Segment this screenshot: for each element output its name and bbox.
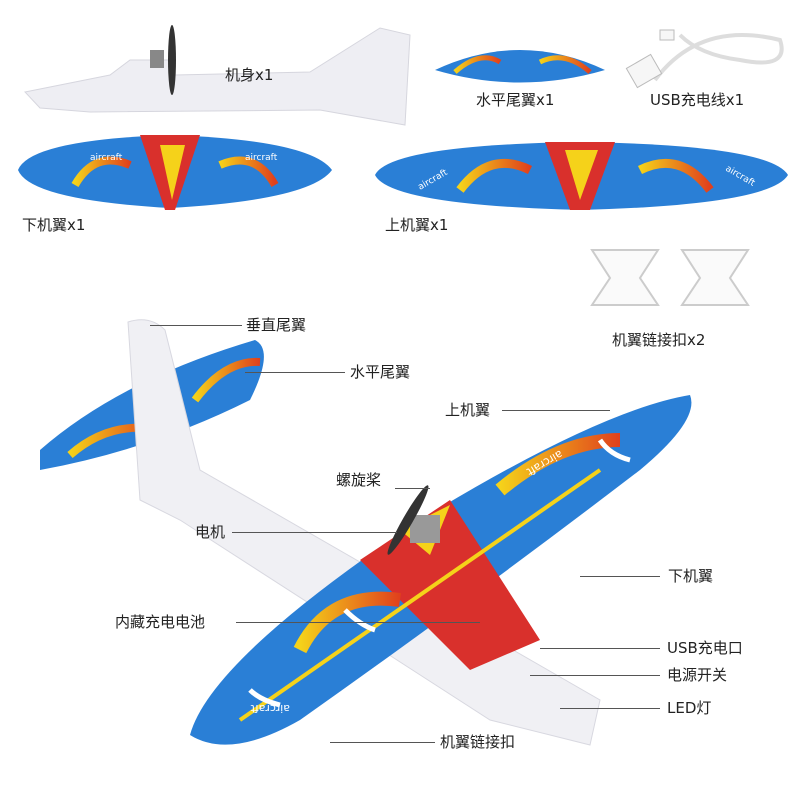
motor-icon: [410, 515, 440, 543]
wing-text: aircraft: [90, 153, 123, 163]
callout-line: [540, 648, 660, 649]
callout-vertical-tail: 垂直尾翼: [246, 316, 307, 334]
wing-clips-part: [590, 249, 750, 306]
wing-text: aircraft: [250, 702, 290, 715]
callout-line: [150, 325, 242, 326]
horizontal-tail-part: [435, 50, 605, 83]
callout-line: [330, 742, 435, 743]
callout-line: [236, 622, 480, 623]
callout-line: [560, 708, 660, 709]
callout-line: [530, 675, 660, 676]
label-usb-cable: USB充电线x1: [650, 91, 745, 109]
wing-text: aircraft: [245, 153, 278, 163]
callout-horizontal-tail: 水平尾翼: [350, 363, 411, 381]
callout-line: [580, 576, 660, 577]
callout-line: [395, 488, 430, 489]
callout-upper-wing: 上机翼: [445, 401, 491, 419]
usb-cable-part: [625, 29, 784, 89]
callout-power-switch: 电源开关: [667, 666, 728, 684]
callout-led: LED灯: [667, 699, 712, 717]
label-wing-clips: 机翼链接扣x2: [612, 331, 706, 349]
callout-propeller: 螺旋桨: [336, 471, 382, 489]
callout-lower-wing: 下机翼: [668, 567, 714, 585]
upper-wing-part: aircraft aircraft: [375, 142, 788, 210]
label-lower-wing: 下机翼x1: [22, 216, 86, 234]
propeller-icon: [387, 485, 429, 555]
label-upper-wing: 上机翼x1: [385, 216, 449, 234]
assembled-plane: aircraft aircraft: [40, 319, 692, 746]
callout-motor: 电机: [195, 523, 226, 541]
lower-wing-part: aircraft aircraft: [18, 135, 332, 210]
label-fuselage: 机身x1: [225, 66, 274, 84]
callout-usb-port: USB充电口: [667, 639, 743, 657]
callout-battery: 内藏充电电池: [115, 613, 206, 631]
callout-wing-clip: 机翼链接扣: [440, 733, 516, 751]
propeller-icon: [168, 25, 176, 95]
callout-line: [502, 410, 610, 411]
fuselage-part: [24, 25, 411, 126]
label-horizontal-tail: 水平尾翼x1: [476, 91, 555, 109]
callout-line: [232, 532, 397, 533]
callout-line: [245, 372, 345, 373]
